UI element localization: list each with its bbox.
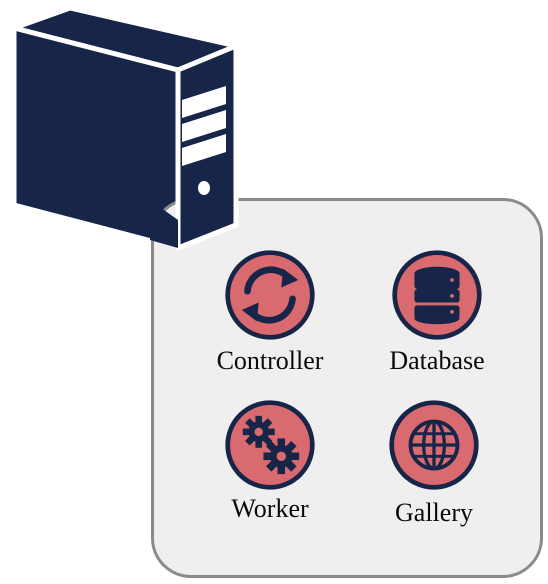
- gears-icon: [225, 400, 315, 490]
- database-label: Database: [389, 346, 485, 375]
- component-worker: Worker: [200, 398, 340, 524]
- controller-label: Controller: [216, 346, 324, 375]
- worker-label: Worker: [231, 494, 309, 523]
- database-icon: [392, 250, 482, 340]
- refresh-icon: [225, 250, 315, 340]
- component-controller: Controller: [200, 248, 340, 376]
- gallery-label: Gallery: [395, 498, 473, 527]
- component-gallery: Gallery: [364, 398, 504, 528]
- globe-icon: [389, 400, 479, 490]
- component-database: Database: [367, 248, 507, 376]
- component-panel: [151, 198, 543, 578]
